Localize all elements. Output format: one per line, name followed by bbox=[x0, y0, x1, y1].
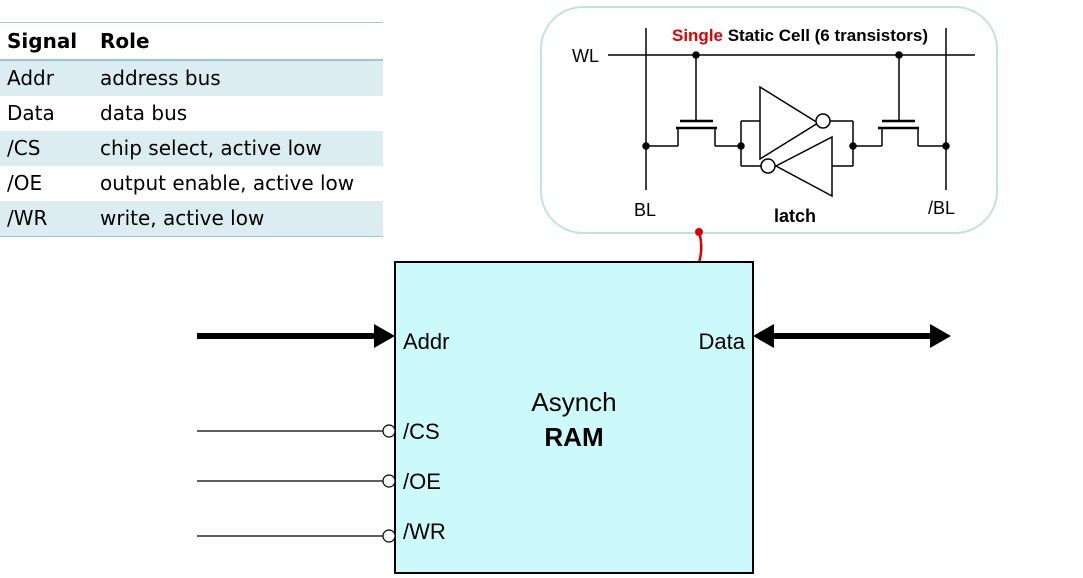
cs-input-line bbox=[197, 424, 396, 438]
latch-inverters bbox=[737, 85, 857, 198]
signal-table: Signal Role Addr address bus Data data b… bbox=[0, 22, 383, 237]
oe-input-line bbox=[197, 474, 396, 488]
bl-bar-label: /BL bbox=[928, 198, 955, 218]
table-row: /WR write, active low bbox=[0, 200, 383, 236]
cell-title-rest: Static Cell (6 transistors) bbox=[723, 26, 928, 45]
addr-bus-arrow bbox=[197, 324, 395, 348]
ram-title-line1: Asynch bbox=[531, 387, 616, 417]
role-cell: address bus bbox=[100, 66, 221, 90]
port-data-label: Data bbox=[699, 329, 746, 354]
role-cell: chip select, active low bbox=[100, 136, 322, 160]
cell-title: Single Static Cell (6 transistors) bbox=[672, 26, 928, 45]
table-header-row: Signal Role bbox=[0, 22, 383, 60]
latch-label: latch bbox=[774, 206, 816, 226]
data-bus-arrow bbox=[753, 324, 951, 348]
bl-label: BL bbox=[634, 200, 656, 220]
table-row: /OE output enable, active low bbox=[0, 166, 383, 201]
role-cell: output enable, active low bbox=[100, 171, 355, 195]
port-addr-label: Addr bbox=[403, 329, 449, 354]
cs-bubble bbox=[382, 424, 396, 438]
sram-cell-callout: Single Static Cell (6 transistors) WL BL… bbox=[540, 6, 998, 306]
wr-input-line bbox=[197, 529, 396, 543]
table-row: /CS chip select, active low bbox=[0, 130, 383, 166]
wl-label: WL bbox=[572, 46, 599, 66]
cell-title-highlight: Single bbox=[672, 26, 723, 45]
signal-cell: /OE bbox=[7, 171, 43, 195]
wr-bubble bbox=[382, 529, 396, 543]
signal-cell: /WR bbox=[7, 206, 48, 230]
right-access-transistor bbox=[853, 51, 950, 150]
port-oe-label: /OE bbox=[403, 469, 441, 494]
signal-cell: Data bbox=[7, 101, 55, 125]
left-access-transistor bbox=[642, 51, 741, 150]
role-cell: data bus bbox=[100, 101, 188, 125]
port-cs-label: /CS bbox=[403, 419, 440, 444]
signal-cell: Addr bbox=[7, 66, 54, 90]
ram-box bbox=[394, 261, 754, 574]
header-signal: Signal bbox=[7, 28, 78, 53]
table-row: Data data bus bbox=[0, 96, 383, 131]
header-role: Role bbox=[100, 28, 150, 53]
table-row: Addr address bus bbox=[0, 59, 383, 96]
signal-cell: /CS bbox=[7, 136, 41, 160]
ram-title-line2: RAM bbox=[544, 422, 603, 452]
ram-block: Asynch RAM Addr Data /CS /OE /WR bbox=[394, 261, 754, 574]
oe-bubble bbox=[382, 474, 396, 488]
role-cell: write, active low bbox=[100, 206, 265, 230]
port-wr-label: /WR bbox=[403, 519, 446, 544]
